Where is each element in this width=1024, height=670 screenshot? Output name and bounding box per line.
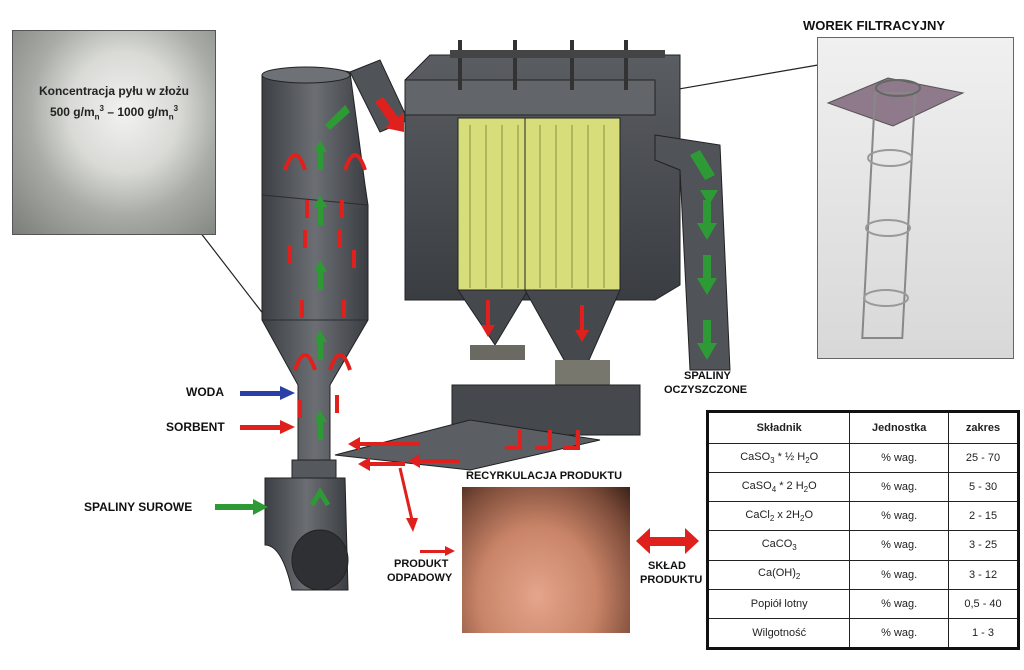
dust-line-1: Koncentracja pyłu w złożu bbox=[38, 84, 190, 98]
composition-label-2: PRODUKTU bbox=[640, 574, 703, 586]
reactor-up-arrows bbox=[314, 105, 350, 440]
table-row: CaSO4 * 2 H2O% wag.5 - 30 bbox=[706, 472, 1019, 503]
recirculation-channel bbox=[334, 419, 601, 471]
header-range: zakres bbox=[948, 411, 1019, 444]
table-row: Ca(OH)2% wag.3 - 12 bbox=[706, 559, 1019, 590]
unit-cell: % wag. bbox=[849, 472, 950, 503]
component-cell: Popiół lotny bbox=[706, 588, 851, 619]
table-row: Popiół lotny% wag.0,5 - 40 bbox=[706, 588, 1019, 619]
waste-arrow bbox=[398, 467, 455, 556]
range-cell: 3 - 25 bbox=[948, 530, 1019, 561]
dust-line-2: 500 g/mn3 – 1000 g/mn3 bbox=[49, 104, 179, 122]
unit-cell: % wag. bbox=[849, 530, 950, 561]
table-row: CaCl2 x 2H2O% wag.2 - 15 bbox=[706, 501, 1019, 532]
water-label: WODA bbox=[186, 385, 224, 399]
waste-product-label-2: ODPADOWY bbox=[387, 572, 453, 584]
sorbent-arrow bbox=[240, 420, 295, 434]
composition-double-arrow bbox=[636, 528, 699, 554]
dust-concentration-photo: Koncentracja pyłu w złożu 500 g/mn3 – 10… bbox=[12, 30, 216, 235]
unit-cell: % wag. bbox=[849, 442, 950, 474]
reactor-column bbox=[261, 66, 369, 591]
filter-bag-photo bbox=[817, 37, 1014, 359]
recirculation-arrows bbox=[348, 430, 580, 471]
table-row: Wilgotność% wag.1 - 3 bbox=[706, 617, 1019, 650]
table-header-row: Składnik Jednostka zakres bbox=[706, 411, 1019, 444]
unit-cell: % wag. bbox=[849, 559, 950, 590]
clean-gas-arrows bbox=[690, 150, 718, 360]
range-cell: 3 - 12 bbox=[948, 559, 1019, 590]
product-composition-table: Składnik Jednostka zakres CaSO3 * ½ H2O%… bbox=[706, 410, 1020, 650]
recirculation-trough bbox=[451, 384, 641, 436]
header-component: Składnik bbox=[706, 411, 851, 444]
product-photo bbox=[462, 487, 630, 633]
component-cell: CaSO3 * ½ H2O bbox=[706, 442, 851, 474]
hopper-arrows bbox=[481, 300, 589, 342]
flow-arrows bbox=[215, 97, 718, 556]
range-cell: 0,5 - 40 bbox=[948, 588, 1019, 619]
unit-cell: % wag. bbox=[849, 501, 950, 532]
range-cell: 2 - 15 bbox=[948, 501, 1019, 532]
reactor-red-arrows bbox=[283, 153, 367, 418]
raw-gas-label: SPALINY SUROWE bbox=[84, 500, 193, 514]
clean-gas-label-2: OCZYSZCZONE bbox=[664, 384, 748, 396]
component-cell: CaCl2 x 2H2O bbox=[706, 501, 851, 532]
filter-bag-drawing bbox=[826, 77, 965, 339]
unit-cell: % wag. bbox=[849, 617, 950, 650]
waste-product-label-1: PRODUKT bbox=[394, 558, 449, 570]
filter-bag-label: WOREK FILTRACYJNY bbox=[803, 18, 946, 33]
table-row: CaCO3% wag.3 - 25 bbox=[706, 530, 1019, 561]
bag-filter-housing bbox=[404, 40, 731, 387]
component-cell: Wilgotność bbox=[706, 617, 851, 650]
sorbent-label: SORBENT bbox=[166, 420, 225, 434]
range-cell: 25 - 70 bbox=[948, 442, 1019, 474]
water-arrow bbox=[240, 386, 295, 400]
filter-bags bbox=[469, 125, 605, 288]
component-cell: Ca(OH)2 bbox=[706, 559, 851, 590]
inlet-arrow bbox=[375, 97, 404, 132]
component-cell: CaCO3 bbox=[706, 530, 851, 561]
recirculation-label: RECYRKULACJA PRODUKTU bbox=[466, 470, 623, 482]
dust-concentration-text: Koncentracja pyłu w złożu 500 g/mn3 – 10… bbox=[13, 83, 215, 125]
clean-gas-label-1: SPALINY bbox=[684, 370, 731, 382]
range-cell: 5 - 30 bbox=[948, 472, 1019, 503]
raw-gas-arrow bbox=[215, 499, 268, 515]
range-cell: 1 - 3 bbox=[948, 617, 1019, 650]
inlet-turn-arrow bbox=[309, 487, 331, 507]
header-unit: Jednostka bbox=[849, 411, 950, 444]
component-cell: CaSO4 * 2 H2O bbox=[706, 472, 851, 503]
composition-label-1: SKŁAD bbox=[648, 560, 686, 572]
unit-cell: % wag. bbox=[849, 588, 950, 619]
table-row: CaSO3 * ½ H2O% wag.25 - 70 bbox=[706, 442, 1019, 474]
